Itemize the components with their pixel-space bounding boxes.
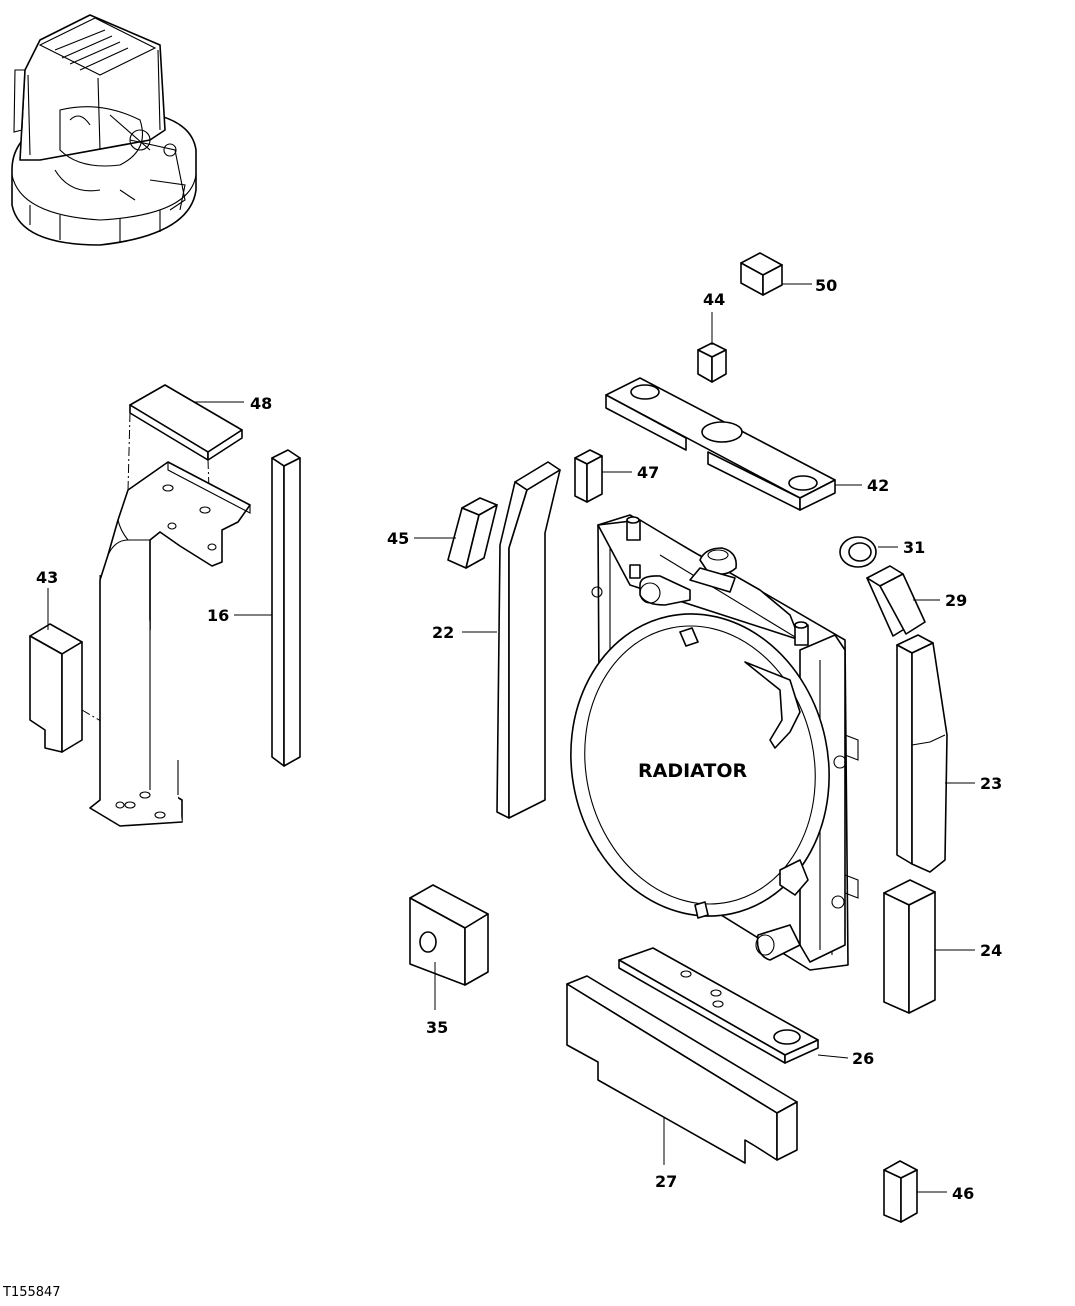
callout-43: 43 [36, 568, 58, 587]
callout-24: 24 [980, 941, 1002, 960]
part-24-block[interactable] [883, 879, 975, 1014]
part-27-block[interactable] [566, 975, 798, 1165]
reference-code: T155847 [2, 1285, 61, 1300]
callout-44: 44 [703, 290, 725, 309]
part-31-grommet[interactable] [839, 536, 898, 568]
part-48-pad[interactable] [129, 384, 244, 461]
callout-27: 27 [655, 1172, 677, 1191]
callout-22: 22 [432, 623, 454, 642]
part-23-seal[interactable] [896, 634, 975, 873]
part-16-strip[interactable] [234, 449, 301, 767]
callout-46: 46 [952, 1184, 974, 1203]
part-42-plate[interactable] [605, 377, 862, 511]
callout-45: 45 [387, 529, 409, 548]
part-50-block[interactable] [740, 252, 812, 296]
mounting-bracket [89, 461, 251, 827]
callout-50: 50 [815, 276, 837, 295]
callout-47: 47 [637, 463, 659, 482]
part-26-plate[interactable] [618, 947, 849, 1064]
part-47-block[interactable] [574, 449, 632, 503]
radiator-label: RADIATOR [638, 760, 748, 782]
callout-48: 48 [250, 394, 272, 413]
callout-35: 35 [426, 1018, 448, 1037]
callout-23: 23 [980, 774, 1002, 793]
part-46-block[interactable] [883, 1160, 947, 1223]
machine-overview-thumbnail [11, 14, 197, 246]
part-29-pad[interactable] [866, 565, 940, 637]
radiator-assembly [570, 514, 859, 971]
part-44-block[interactable] [697, 312, 727, 383]
callout-26: 26 [852, 1049, 874, 1068]
callout-29: 29 [945, 591, 967, 610]
part-45-pad[interactable] [414, 497, 498, 569]
callout-31: 31 [903, 538, 925, 557]
callout-16: 16 [207, 606, 229, 625]
part-22-seal[interactable] [462, 461, 561, 819]
part-43-block[interactable] [29, 588, 83, 753]
part-35-mount[interactable] [409, 884, 489, 1010]
callout-42: 42 [867, 476, 889, 495]
